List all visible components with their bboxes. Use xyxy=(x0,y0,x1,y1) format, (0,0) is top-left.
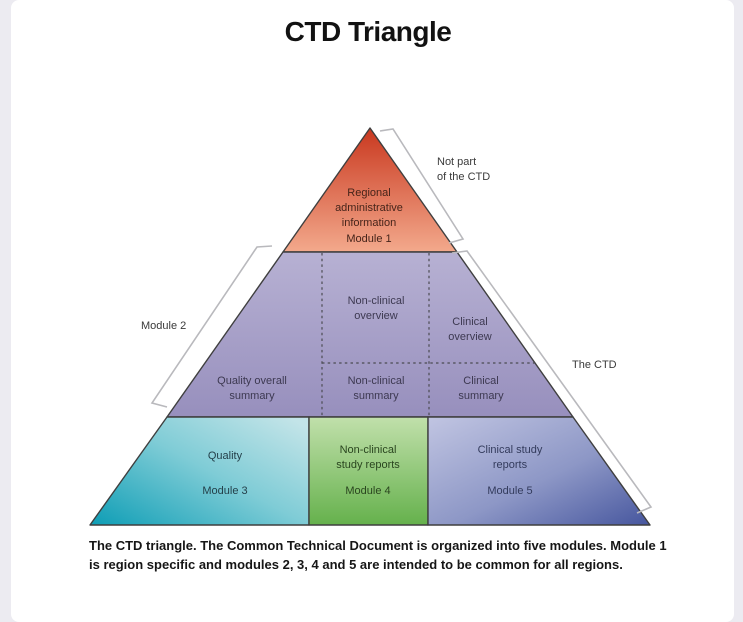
bracket-not-part-of-ctd xyxy=(379,128,465,244)
module4-label: Non-clinical study reports xyxy=(336,444,400,471)
module1-label: Regional administrative information xyxy=(335,187,403,229)
module5-name: Module 5 xyxy=(487,485,533,497)
module3-name: Module 3 xyxy=(202,485,248,497)
module2-bracket-label: Module 2 xyxy=(141,320,187,332)
module3-label: Quality xyxy=(207,450,243,462)
figure-caption: The CTD triangle. The Common Technical D… xyxy=(89,538,667,572)
module4-name: Module 4 xyxy=(345,485,391,497)
bracket-the-ctd xyxy=(451,250,653,514)
module5-shape xyxy=(427,416,651,526)
clinical-overview-label: Clinical overview xyxy=(448,316,492,343)
figure-title: CTD Triangle xyxy=(284,16,452,47)
clinical-summary-label: Clinical summary xyxy=(458,375,504,402)
bracket-module2 xyxy=(150,245,273,408)
nonclinical-summary-label: Non-clinical summary xyxy=(347,375,405,402)
module5-label: Clinical study reports xyxy=(477,444,543,471)
nonclinical-overview-label: Non-clinical overview xyxy=(347,295,405,322)
not-part-of-ctd-label: Not part of the CTD xyxy=(437,156,491,183)
module3-shape xyxy=(89,416,310,526)
quality-overall-summary-label: Quality overall summary xyxy=(217,375,287,402)
the-ctd-label: The CTD xyxy=(572,359,617,371)
module1-name: Module 1 xyxy=(346,233,392,245)
